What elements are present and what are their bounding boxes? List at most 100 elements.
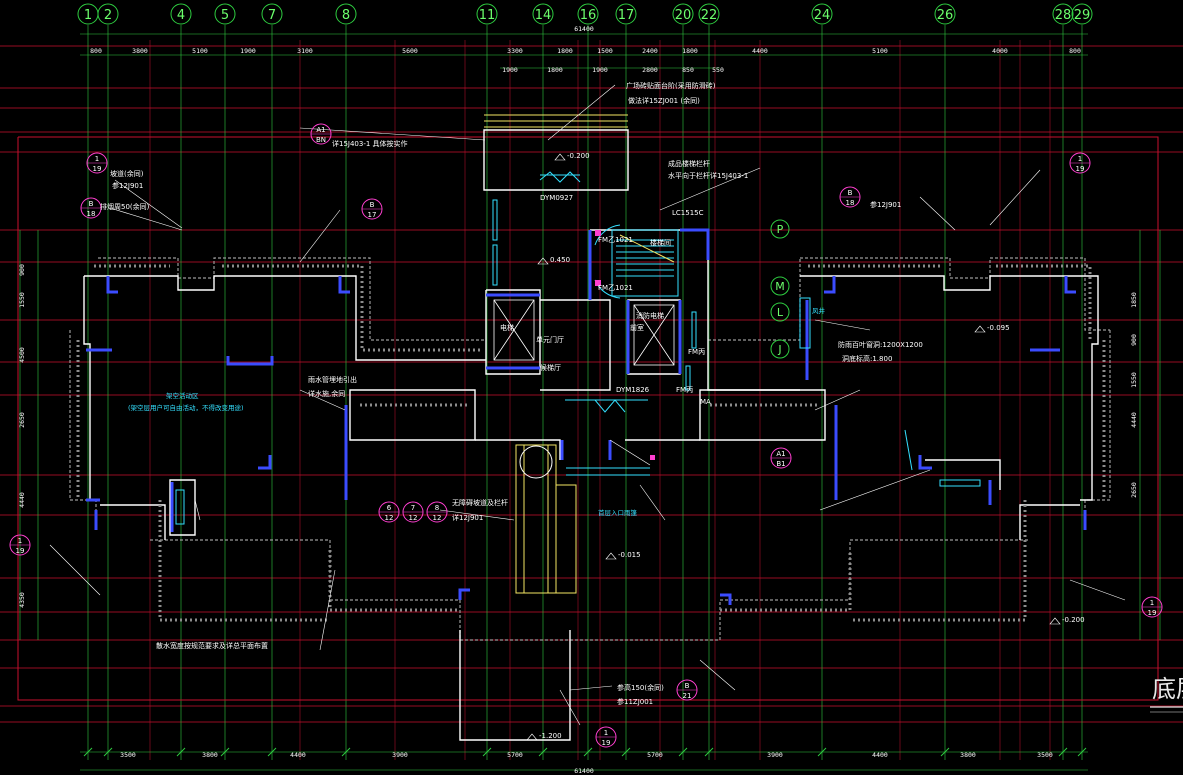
dim-top1-10: 1800 — [682, 47, 698, 55]
annotation-17: 散水宽度按规范要求及详总平面布置 — [156, 641, 268, 650]
callout-bottom-7: 19 — [1148, 609, 1157, 617]
axis-label-11: 11 — [479, 8, 496, 23]
annotation-7: 排烟周50(余同) — [100, 202, 150, 211]
detail-callout-bubbles: 119A1BNB18B17119B18119119612712812A1B111… — [9, 123, 1163, 748]
callout-bottom-9: 12 — [409, 514, 418, 522]
annotation-16: 参11ZJ001 — [617, 697, 653, 706]
axis-bubble-right-L — [770, 302, 790, 322]
elevation-text-5: -1.200 — [539, 732, 562, 740]
elevation-text-3: -0.095 — [987, 324, 1010, 332]
axis-bubble-16 — [577, 3, 599, 25]
door-tag-5: DYM1826 — [616, 386, 650, 394]
site-boundary — [17, 136, 1159, 701]
door-tag-6: MA — [700, 398, 711, 406]
dim-top1-11: 4400 — [752, 47, 768, 55]
callout-bubble-3: B17 — [361, 198, 383, 220]
axis-bubble-29 — [1071, 3, 1093, 25]
axis-bubble-7 — [261, 3, 283, 25]
elevator-shafts — [493, 299, 675, 366]
dim-right-2: 1550 — [1130, 372, 1138, 388]
axis-label-1: 1 — [84, 8, 92, 23]
callout-top-1: A1 — [316, 126, 325, 134]
dim-right-0: 1850 — [1130, 292, 1138, 308]
dim-top2-0: 1900 — [502, 66, 518, 74]
axis-label-right-M: M — [775, 280, 785, 293]
elevation-triangle-5 — [526, 733, 538, 741]
elevation-text-2: -0.015 — [618, 551, 641, 559]
axis-bubble-26 — [934, 3, 956, 25]
axis-label-4: 4 — [177, 8, 185, 23]
dim-right-3: 4440 — [1130, 412, 1138, 428]
annotation-26: 架空活动区 — [166, 391, 199, 400]
axis-label-14: 14 — [535, 8, 552, 23]
axis-bubble-right-P — [770, 219, 790, 239]
annotation-21: 消防电梯 — [636, 311, 664, 320]
annotation-15: 参高150(余同) — [617, 683, 664, 692]
dim-top2-5: 550 — [712, 66, 724, 74]
callout-bubble-8: 612 — [378, 501, 400, 523]
annotation-12: 详水施,余同 — [308, 389, 345, 398]
dim-top1-6: 3300 — [507, 47, 523, 55]
callout-bubble-9: 712 — [402, 501, 424, 523]
axis-label-5: 5 — [221, 8, 229, 23]
annotation-10: 洞底标高:1.800 — [842, 354, 892, 363]
dim-bottom-2: 4400 — [290, 751, 306, 759]
callout-top-13: B — [685, 682, 690, 690]
axis-bubble-5 — [214, 3, 236, 25]
magenta-marks — [595, 230, 655, 460]
axis-label-22: 22 — [701, 8, 718, 23]
annotation-27: (架空层用户可自由活动，不得改变用途) — [128, 403, 244, 412]
annotation-24: 风井 — [812, 306, 826, 315]
axis-label-29: 29 — [1074, 8, 1091, 23]
dim-left-2: 4500 — [18, 347, 26, 363]
callout-top-4: 1 — [1078, 155, 1082, 163]
annotation-9: 防雨百叶窗洞:1200X1200 — [838, 340, 923, 349]
callout-bottom-0: 19 — [93, 165, 102, 173]
callout-top-2: B — [89, 200, 94, 208]
dim-top2-4: 850 — [682, 66, 694, 74]
dim-top1-3: 1900 — [240, 47, 256, 55]
callout-top-0: 1 — [95, 155, 99, 163]
axis-label-16: 16 — [580, 8, 597, 23]
annotation-4: 水平向于栏杆详15J403-1 — [668, 171, 748, 180]
dim-left-0: 900 — [18, 264, 26, 276]
callout-top-10: 8 — [435, 504, 439, 512]
dim-bottom-4: 5700 — [507, 751, 523, 759]
axis-bubble-11 — [476, 3, 498, 25]
annotation-0: 广场砖贴面台阶(采用防滑砖) — [626, 81, 716, 90]
elevation-triangle-3 — [974, 325, 986, 333]
annotation-11: 雨水管埋地引出 — [308, 375, 357, 384]
dim-top2-1: 1800 — [547, 66, 563, 74]
callout-bubble-5: B18 — [839, 186, 861, 208]
dim-bottom-3: 3900 — [392, 751, 408, 759]
callout-bottom-6: 19 — [16, 547, 25, 555]
callout-top-5: B — [848, 189, 853, 197]
axis-bubble-right-J — [770, 339, 790, 359]
axis-label-20: 20 — [675, 8, 692, 23]
annotation-20: 前室 — [630, 323, 644, 332]
axis-bubble-28 — [1052, 3, 1074, 25]
callout-top-11: A1 — [776, 450, 785, 458]
callout-bottom-11: B1 — [776, 460, 785, 468]
elevation-text-0: -0.200 — [567, 152, 590, 160]
annotation-3: 成品楼梯栏杆 — [668, 159, 710, 168]
axis-label-right-J: J — [777, 343, 781, 356]
callout-bottom-4: 19 — [1076, 165, 1085, 173]
total-dimension-bottom: 61400 — [574, 767, 594, 775]
elevation-triangle-1 — [537, 257, 549, 265]
axis-label-7: 7 — [268, 8, 276, 23]
door-tag-1: FM乙1021 — [598, 284, 633, 292]
axis-bubble-17 — [615, 3, 637, 25]
dim-top1-7: 1800 — [557, 47, 573, 55]
door-tags: FM乙1021FM乙1021FM丙FM丙DYM0927DYM1826MALC15… — [540, 194, 711, 406]
annotation-1: 做法详15ZJ001 (余同) — [628, 96, 700, 105]
axis-label-26: 26 — [937, 8, 954, 23]
callout-bubble-12: 119 — [595, 726, 617, 748]
callout-bottom-13: 21 — [683, 692, 692, 700]
window-columns — [86, 228, 1087, 605]
dim-right-1: 900 — [1130, 334, 1138, 346]
dim-left-1: 1550 — [18, 292, 26, 308]
